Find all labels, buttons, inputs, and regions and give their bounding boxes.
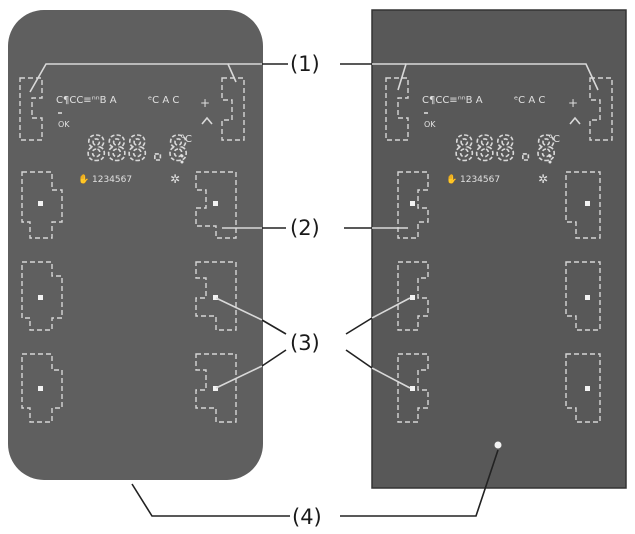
right-top-left-sensor: OK xyxy=(385,77,436,141)
right-panel-marker-dot xyxy=(494,441,502,449)
leader-4 xyxy=(131,449,499,517)
right-mode-icons-right: ᵉC A C xyxy=(514,95,545,106)
leader-3 xyxy=(215,297,411,389)
right-unit-label: °C xyxy=(548,134,560,145)
left-top-right-sensor: + xyxy=(200,77,245,141)
right-panel-body xyxy=(371,9,627,489)
right-top-right-sensor: + xyxy=(568,77,613,141)
left-hand-icon: ✋ xyxy=(78,173,89,185)
left-key-left-2 xyxy=(21,261,63,331)
right-key-right-3 xyxy=(565,353,601,423)
right-key-left-2 xyxy=(397,261,429,331)
callout-1: (1) xyxy=(290,52,320,76)
left-key-right-3 xyxy=(195,353,237,423)
left-plus-label: + xyxy=(200,96,210,110)
left-key-right-1 xyxy=(195,171,237,239)
left-key-right-2 xyxy=(195,261,237,331)
right-key-right-2 xyxy=(565,261,601,331)
left-sun-icon: ✲ xyxy=(170,172,180,186)
left-panel-body xyxy=(8,10,263,480)
right-days-row: 1234567 xyxy=(460,175,500,185)
left-mode-icons: C¶CC≡ⁿⁿB A xyxy=(56,95,117,106)
callout-3: (3) xyxy=(290,331,320,355)
right-panel: OK + C¶CC≡ⁿⁿB A ᵉC A C 888.8 °C ✋ 123456… xyxy=(371,9,627,489)
leader-1 xyxy=(29,63,599,93)
left-temperature-display: 888.8 xyxy=(86,129,188,169)
right-mode-icons: C¶CC≡ⁿⁿB A xyxy=(422,95,483,106)
left-key-left-3 xyxy=(21,353,63,423)
right-ok-label: OK xyxy=(424,120,436,129)
right-key-left-3 xyxy=(397,353,429,423)
left-key-left-1 xyxy=(21,171,63,239)
callout-2: (2) xyxy=(290,216,320,240)
right-sun-icon: ✲ xyxy=(538,172,548,186)
left-unit-label: °C xyxy=(180,134,192,145)
left-panel: OK + C¶CC≡ⁿⁿB A ᵉC A C 888.8 °C ✋ 123456… xyxy=(8,10,263,480)
right-key-left-1 xyxy=(397,171,429,239)
right-plus-label: + xyxy=(568,96,578,110)
callout-4: (4) xyxy=(292,505,322,529)
left-top-left-sensor: OK xyxy=(19,77,70,141)
left-days-row: 1234567 xyxy=(92,175,132,185)
right-hand-icon: ✋ xyxy=(446,173,457,185)
right-temperature-display: 888.8 xyxy=(454,129,556,169)
left-mode-icons-right: ᵉC A C xyxy=(148,95,179,106)
left-ok-label: OK xyxy=(58,120,70,129)
right-key-right-1 xyxy=(565,171,601,239)
